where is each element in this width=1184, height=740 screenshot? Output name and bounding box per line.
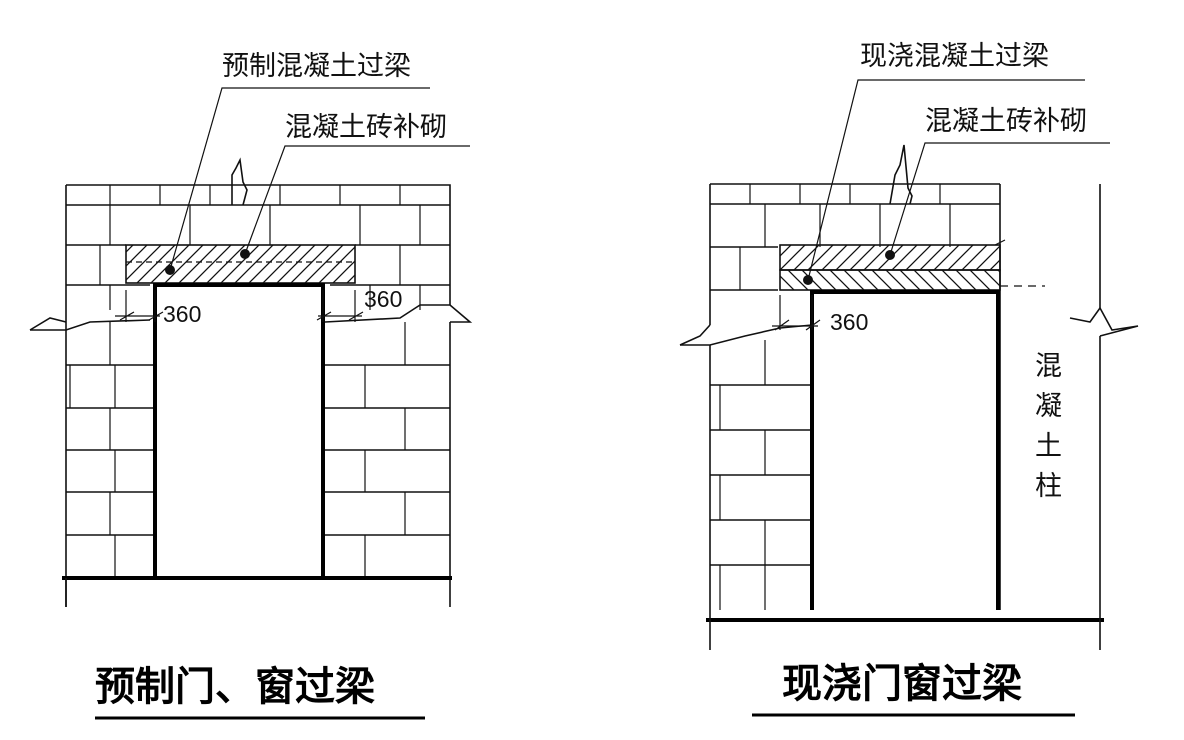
concrete-column — [999, 184, 1139, 610]
right-lower-wall — [679, 324, 813, 610]
right-dim-left: 360 — [830, 309, 868, 335]
left-infill-leader-dot — [240, 249, 250, 259]
left-detail — [29, 87, 473, 607]
right-beam-leader-dot — [803, 275, 813, 285]
right-door-opening — [810, 290, 1000, 610]
left-beam-leader-dot — [165, 265, 175, 275]
left-upper-wall — [65, 157, 451, 322]
right-beam-label: 现浇混凝土过梁 — [860, 41, 1049, 72]
column-label-char-3: 土 — [1035, 431, 1062, 462]
right-detail — [679, 79, 1139, 650]
left-infill-label: 混凝土砖补砌 — [285, 112, 447, 143]
right-infill-label: 混凝土砖补砌 — [925, 106, 1087, 137]
right-upper-wall — [709, 144, 1000, 325]
left-dim-left: 360 — [163, 301, 201, 327]
right-infill-leader-dot — [885, 250, 895, 260]
column-label-char-1: 混 — [1035, 351, 1062, 382]
left-door-opening — [153, 283, 325, 578]
left-beam-label: 预制混凝土过梁 — [222, 51, 411, 82]
right-caption: 现浇门窗过梁 — [782, 660, 1022, 707]
left-lower-wall — [29, 304, 473, 607]
left-dim-right: 360 — [364, 286, 402, 312]
column-label-char-4: 柱 — [1035, 471, 1062, 502]
left-caption: 预制门、窗过梁 — [95, 663, 375, 710]
left-precast-lintel — [125, 244, 356, 284]
column-label-char-2: 凝 — [1035, 391, 1062, 422]
